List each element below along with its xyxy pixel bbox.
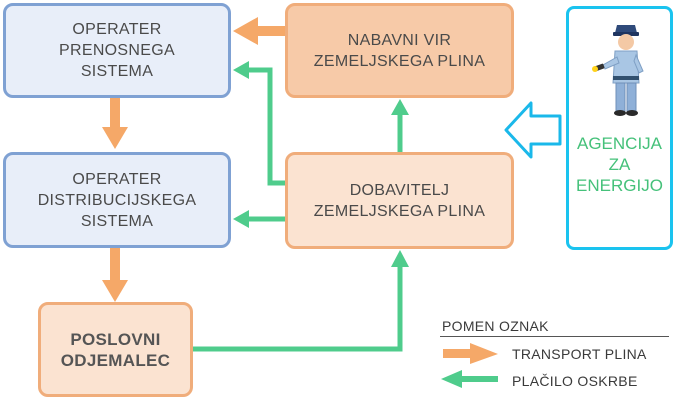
node-line: OPERATER <box>72 170 162 188</box>
legend-payment-label: PLAČILO OSKRBE <box>512 373 638 389</box>
node-transmission-operator: OPERATER PRENOSNEGA SISTEMA <box>3 3 231 98</box>
node-line: DISTRIBUCIJSKEGA <box>37 191 197 209</box>
node-line: SISTEMA <box>80 63 154 80</box>
legend-title: POMEN OZNAK <box>442 318 549 334</box>
node-line: PRENOSNEGA <box>59 42 175 59</box>
node-distribution-operator: OPERATER DISTRIBUCIJSKEGA SISTEMA <box>3 152 231 248</box>
node-line: DOBAVITELJ <box>349 181 450 199</box>
node-line: ODJEMALEC <box>60 350 171 370</box>
arrow-payment-customer-to-supplier <box>192 264 403 352</box>
agency-label: AGENCIJA ZA ENERGIJO <box>569 133 670 196</box>
node-gas-supplier: DOBAVITELJ ZEMELJSKEGA PLINA <box>285 152 514 249</box>
arrowhead-up-supplier <box>391 250 409 267</box>
legend-transport-label: TRANSPORT PLINA <box>512 346 647 362</box>
node-line: ZEMELJSKEGA PLINA <box>313 202 486 220</box>
arrow-transport-source-to-transmission <box>233 17 286 45</box>
node-line: ENERGIJO <box>576 176 663 195</box>
node-energy-agency: AGENCIJA ZA ENERGIJO <box>566 6 673 250</box>
arrow-transport-transmission-to-distribution <box>102 97 128 149</box>
arrow-regulator-to-supplier <box>504 101 562 159</box>
arrowhead-left-distribution <box>233 210 249 228</box>
payment-arrows <box>192 67 403 352</box>
node-business-customer: POSLOVNI ODJEMALEC <box>38 302 193 397</box>
node-line: OPERATER <box>72 21 162 38</box>
node-line: AGENCIJA <box>576 134 663 153</box>
node-line: ZA <box>608 155 631 174</box>
payment-arrowheads <box>233 61 409 267</box>
legend-payment-shaft <box>462 376 498 382</box>
node-gas-source: NABAVNI VIR ZEMELJSKEGA PLINA <box>285 3 514 98</box>
arrowhead-left-transmission <box>233 61 249 79</box>
arrow-transport-distribution-to-customer <box>102 248 128 302</box>
node-line: SISTEMA <box>80 212 154 230</box>
arrowhead-up-source <box>391 99 409 115</box>
arrow-payment-supplier-to-transmission <box>246 67 287 186</box>
node-line: POSLOVNI <box>70 329 161 349</box>
transport-arrows <box>102 17 286 302</box>
police-officer-with-flashlight-icon <box>592 25 644 116</box>
node-line: ZEMELJSKEGA PLINA <box>313 52 486 70</box>
legend-payment-head <box>441 370 462 388</box>
node-line: NABAVNI VIR <box>347 31 452 49</box>
legend-divider <box>440 336 669 337</box>
legend-transport-head <box>470 343 498 364</box>
legend-arrows <box>441 343 498 388</box>
legend-transport-shaft <box>443 349 475 358</box>
